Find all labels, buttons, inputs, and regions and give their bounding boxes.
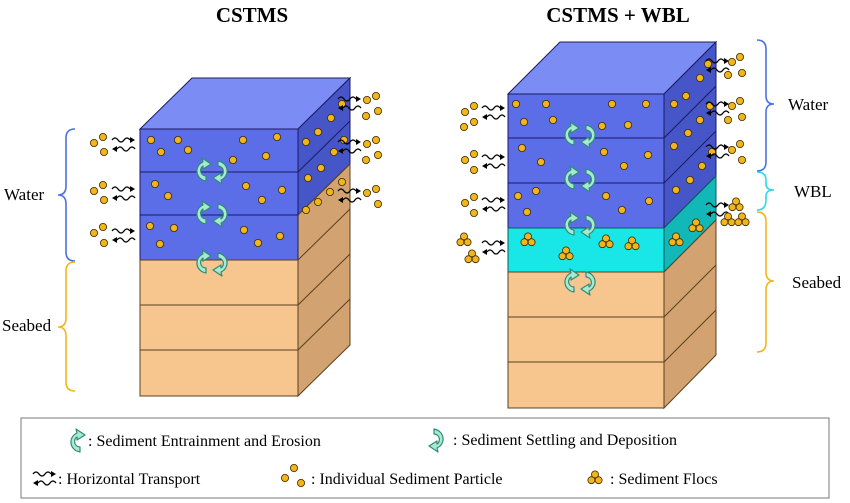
left-seabed-label: Seabed — [2, 316, 52, 335]
legend-entrainment-label: : Sediment Entrainment and Erosion — [88, 433, 321, 450]
left-outside-transport — [90, 132, 136, 248]
right-water-brace — [756, 39, 775, 172]
legend-flocs-item: : Sediment Flocs — [587, 470, 718, 488]
legend-box — [20, 417, 830, 499]
legend-particle-label: : Individual Sediment Particle — [311, 471, 503, 488]
legend: : Sediment Entrainment and Erosion : Sed… — [20, 417, 830, 499]
left-water-label: Water — [4, 185, 44, 204]
legend-entrainment-item: : Sediment Entrainment and Erosion — [70, 428, 321, 453]
left-seabed-layer-2 — [139, 304, 299, 351]
legend-flocs-label: : Sediment Flocs — [610, 471, 718, 488]
right-left-outside-transport — [456, 102, 506, 264]
legend-settling-item: : Sediment Settling and Deposition — [428, 428, 677, 453]
legend-settling-label: : Sediment Settling and Deposition — [453, 432, 677, 449]
left-title: CSTMS — [216, 3, 288, 27]
right-water-label: Water — [788, 95, 828, 114]
legend-horizontal-label: : Horizontal Transport — [58, 471, 201, 488]
left-block: Water Seabed — [2, 76, 383, 398]
right-block: Water WBL Seabed — [456, 39, 842, 410]
right-seabed-layer-3 — [507, 361, 665, 409]
right-seabed-layer-2 — [507, 316, 665, 363]
right-title: CSTMS + WBL — [546, 3, 689, 27]
left-water-brace — [57, 128, 76, 262]
legend-horizontal-item: : Horizontal Transport — [32, 470, 201, 488]
right-wbl-brace — [756, 171, 775, 211]
right-seabed-layer-1 — [507, 271, 665, 318]
right-wbl-label: WBL — [794, 182, 832, 201]
right-seabed-label: Seabed — [792, 273, 842, 292]
right-water-layer-1 — [507, 93, 665, 139]
right-seabed-brace — [756, 211, 775, 353]
legend-particle-item: : Individual Sediment Particle — [280, 463, 503, 488]
left-seabed-layer-3 — [139, 349, 299, 397]
left-seabed-brace — [57, 261, 76, 392]
